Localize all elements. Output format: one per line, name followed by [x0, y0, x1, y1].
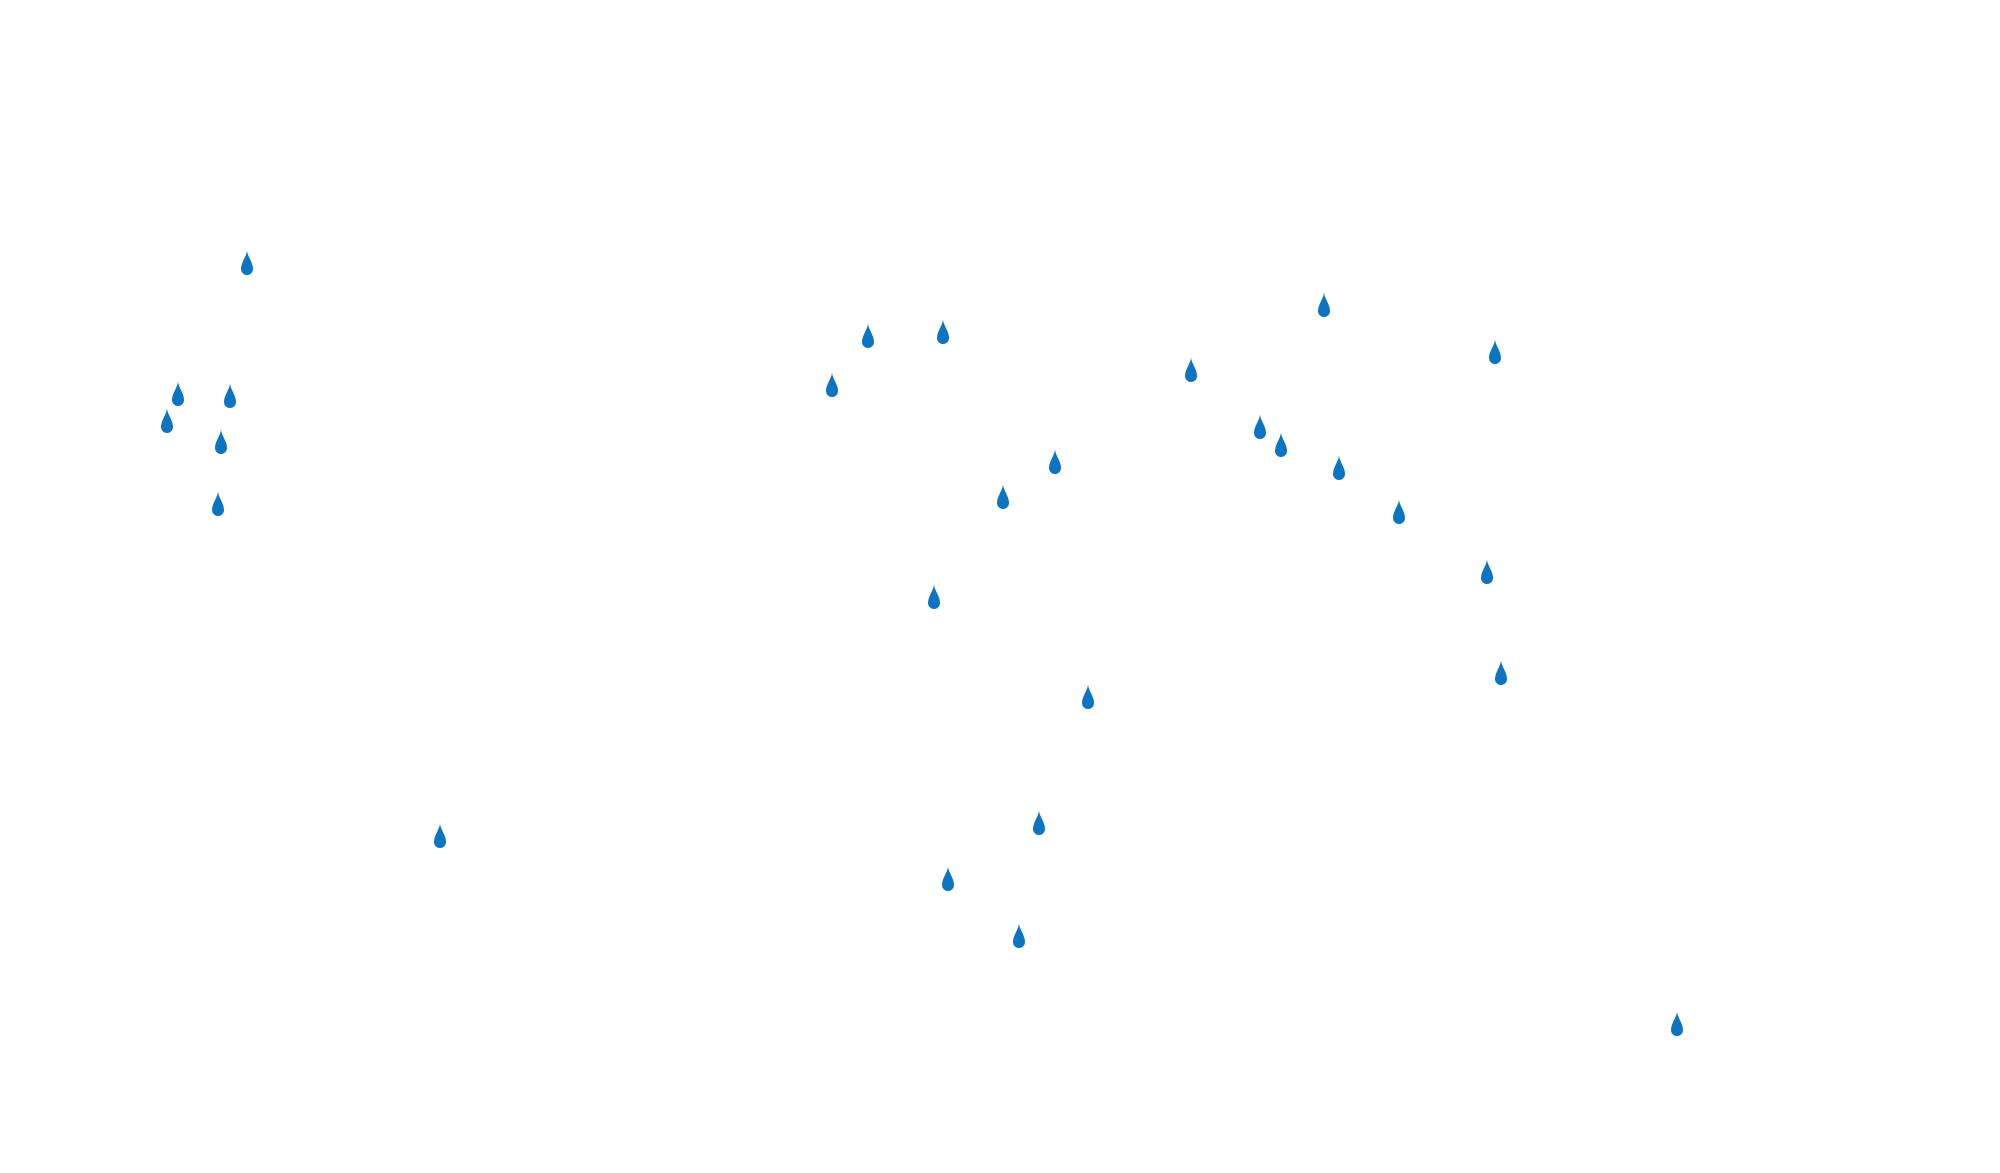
water-drop-icon[interactable] [1078, 684, 1098, 712]
water-drop-icon[interactable] [1667, 1011, 1687, 1039]
water-drop-icon[interactable] [1250, 414, 1270, 442]
water-drop-icon[interactable] [938, 866, 958, 894]
water-drop-icon[interactable] [993, 484, 1013, 512]
water-drop-icon[interactable] [858, 323, 878, 351]
water-drop-icon[interactable] [1329, 455, 1349, 483]
water-drop-icon[interactable] [822, 372, 842, 400]
water-drop-icon[interactable] [1485, 339, 1505, 367]
water-drop-icon[interactable] [1271, 432, 1291, 460]
water-drop-icon[interactable] [1009, 923, 1029, 951]
water-drop-icon[interactable] [924, 584, 944, 612]
water-drop-icon[interactable] [157, 408, 177, 436]
water-drop-icon[interactable] [1314, 292, 1334, 320]
water-drop-icon[interactable] [1389, 499, 1409, 527]
water-drop-icon[interactable] [168, 381, 188, 409]
water-drop-icon[interactable] [933, 319, 953, 347]
water-drop-icon[interactable] [220, 383, 240, 411]
water-drop-icon[interactable] [1491, 660, 1511, 688]
water-drop-icon[interactable] [237, 250, 257, 278]
water-drop-icon[interactable] [430, 823, 450, 851]
water-drop-icon[interactable] [208, 491, 228, 519]
water-drop-icon[interactable] [1045, 449, 1065, 477]
water-drop-icon[interactable] [211, 429, 231, 457]
water-drop-icon[interactable] [1477, 559, 1497, 587]
water-drop-icon[interactable] [1029, 810, 1049, 838]
water-drop-icon[interactable] [1181, 357, 1201, 385]
